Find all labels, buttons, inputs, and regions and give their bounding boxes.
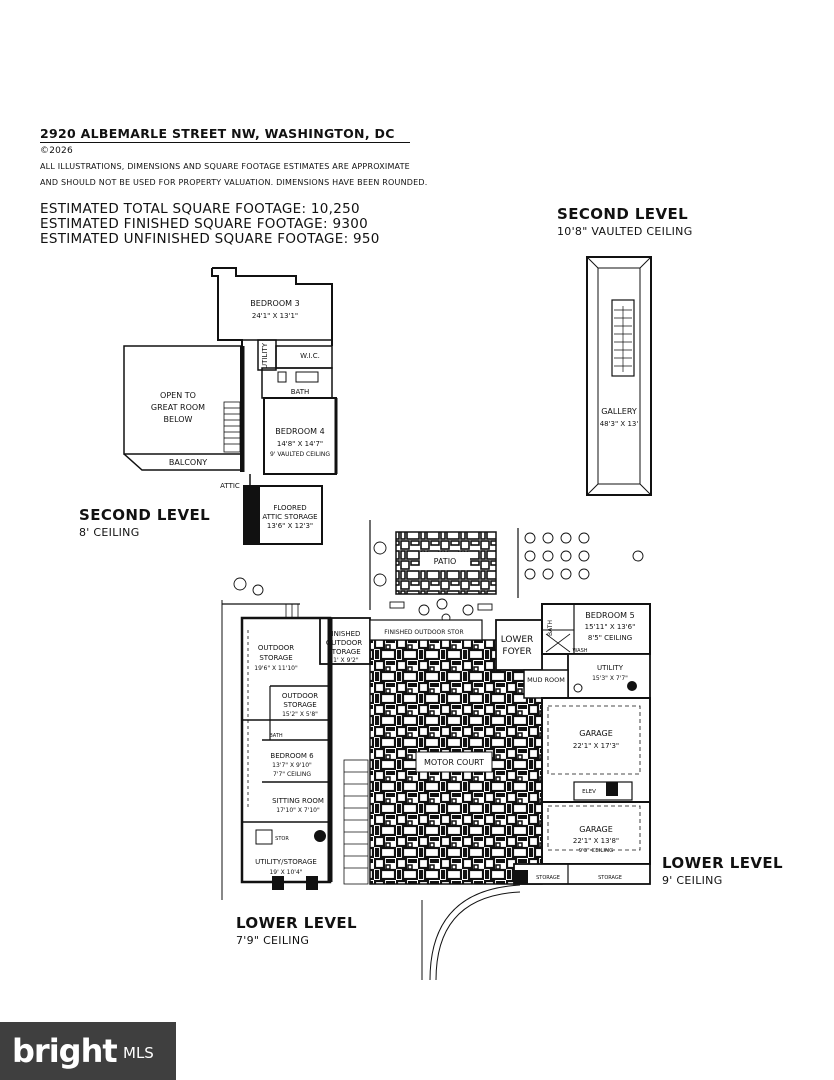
second-level-ceiling: 8' CEILING <box>79 526 140 539</box>
bedroom-5-ceiling: 8'5" CEILING <box>588 634 632 642</box>
bedroom-3-dim: 24'1" X 13'1" <box>252 312 298 320</box>
lower-level-title-right: LOWER LEVEL <box>662 854 783 872</box>
stor-label: STOR <box>275 836 289 842</box>
finished-sqft: ESTIMATED FINISHED SQUARE FOOTAGE: 9300 <box>40 216 369 232</box>
garage-2-dim: 22'1" X 13'8" <box>573 837 619 845</box>
wash-label: WASH <box>572 648 587 654</box>
attic-storage-l1: FLOORED <box>273 504 306 512</box>
elev-label: ELEV <box>582 789 596 795</box>
bedroom-6-label: BEDROOM 6 <box>270 752 314 760</box>
lower-level-ceiling-right: 9' CEILING <box>662 874 723 887</box>
open-to-label: OPEN TO <box>160 391 196 400</box>
garage-2-label: GARAGE <box>579 825 613 834</box>
fos-l2: OUTDOOR <box>326 639 362 647</box>
wic-label: W.I.C. <box>300 352 320 360</box>
room-labels: BEDROOM 3 24'1" X 13'1" UTILITY W.I.C. B… <box>151 299 638 881</box>
bedroom-4-dim: 14'8" X 14'7" <box>277 440 323 448</box>
header-rule <box>40 142 410 143</box>
outdoor-storage-2-dim: 15'2" X 5'8" <box>282 711 318 718</box>
bedroom-6-dim: 13'7" X 9'10" <box>272 762 312 769</box>
second-level-plan <box>123 267 338 545</box>
bath-2-label: BATH <box>291 388 310 396</box>
attic-storage-l2: ATTIC STORAGE <box>262 513 317 521</box>
lower-level-ceiling-left: 7'9" CEILING <box>236 934 310 947</box>
second-level-gallery-ceiling: 10'8" VAULTED CEILING <box>557 225 693 238</box>
fos-l1: FINISHED <box>328 630 361 638</box>
second-level-title: SECOND LEVEL <box>79 506 211 524</box>
gallery-label: GALLERY <box>601 407 637 416</box>
utility-storage-label: UTILITY/STORAGE <box>255 858 317 866</box>
garage-1-label: GARAGE <box>579 729 613 738</box>
motor-court-label: MOTOR COURT <box>424 758 484 767</box>
bedroom-4-label: BEDROOM 4 <box>275 427 324 436</box>
logo-brand-text: bright <box>12 1032 118 1070</box>
mud-room-label: MUD ROOM <box>527 676 565 684</box>
unfinished-sqft: ESTIMATED UNFINISHED SQUARE FOOTAGE: 950 <box>40 231 380 247</box>
lower-level-plan <box>319 520 651 981</box>
bath-5-label: BATH <box>547 620 554 636</box>
utility-storage-dim: 19' X 10'4" <box>269 869 302 876</box>
gallery-plan <box>586 256 652 496</box>
lower-foyer-l2: FOYER <box>502 647 531 657</box>
lower-level-title-left: LOWER LEVEL <box>236 914 357 932</box>
disclaimer-line-2: AND SHOULD NOT BE USED FOR PROPERTY VALU… <box>40 178 428 187</box>
sitting-room-dim: 17'10" X 7'10" <box>276 807 320 814</box>
copyright: ©2026 <box>40 146 73 156</box>
attic-label: ATTIC <box>220 482 240 490</box>
garage-1-dim: 22'1" X 17'3" <box>573 742 619 750</box>
utility-lower-label: UTILITY <box>597 664 624 672</box>
fos-l3: STORAGE <box>327 648 360 656</box>
total-sqft: ESTIMATED TOTAL SQUARE FOOTAGE: 10,250 <box>40 201 360 217</box>
finished-outdoor-stor-label: FINISHED OUTDOOR STOR <box>384 629 463 636</box>
lower-foyer-l1: LOWER <box>501 635 534 645</box>
patio-label: PATIO <box>434 557 457 566</box>
property-address: 2920 ALBEMARLE STREET NW, WASHINGTON, DC <box>40 126 395 141</box>
sitting-room-label: SITTING ROOM <box>272 797 324 805</box>
gallery-dim: 48'3" X 13' <box>600 420 639 428</box>
outdoor-storage-1-l2: STORAGE <box>259 654 292 662</box>
utility-2-label: UTILITY <box>261 342 269 369</box>
disclaimer-line-1: ALL ILLUSTRATIONS, DIMENSIONS AND SQUARE… <box>40 162 410 171</box>
attic-storage-dim: 13'6" X 12'3" <box>267 522 313 530</box>
logo-mls-text: MLS <box>123 1044 154 1062</box>
great-room-label: GREAT ROOM <box>151 403 205 412</box>
bath-6-label: BATH <box>269 733 283 739</box>
bright-mls-logo: bright MLS <box>0 1022 176 1080</box>
outdoor-storage-1-dim: 19'6" X 11'10" <box>254 665 298 672</box>
balcony-label: BALCONY <box>169 458 207 467</box>
bedroom-4-ceiling: 9' VAULTED CEILING <box>270 451 330 458</box>
storage-a-label: STORAGE <box>536 875 560 881</box>
outdoor-storage-1-l1: OUTDOOR <box>258 644 294 652</box>
bedroom-5-dim: 15'11" X 13'6" <box>585 623 636 631</box>
lower-level-left-plan <box>221 577 333 900</box>
below-label: BELOW <box>164 415 193 424</box>
outdoor-storage-2-l2: STORAGE <box>283 701 316 709</box>
garage-2-ceiling: 9'3" CEILING <box>579 848 614 854</box>
bedroom-3-label: BEDROOM 3 <box>250 299 299 308</box>
storage-b-label: STORAGE <box>598 875 622 881</box>
utility-lower-dim: 15'3" X 7'7" <box>592 675 628 682</box>
bedroom-5-label: BEDROOM 5 <box>585 611 634 620</box>
second-level-gallery-title: SECOND LEVEL <box>557 205 689 223</box>
fos-dim: 11' X 9'2" <box>329 657 358 664</box>
bedroom-6-ceiling: 7'7" CEILING <box>273 771 311 778</box>
outdoor-storage-2-l1: OUTDOOR <box>282 692 318 700</box>
